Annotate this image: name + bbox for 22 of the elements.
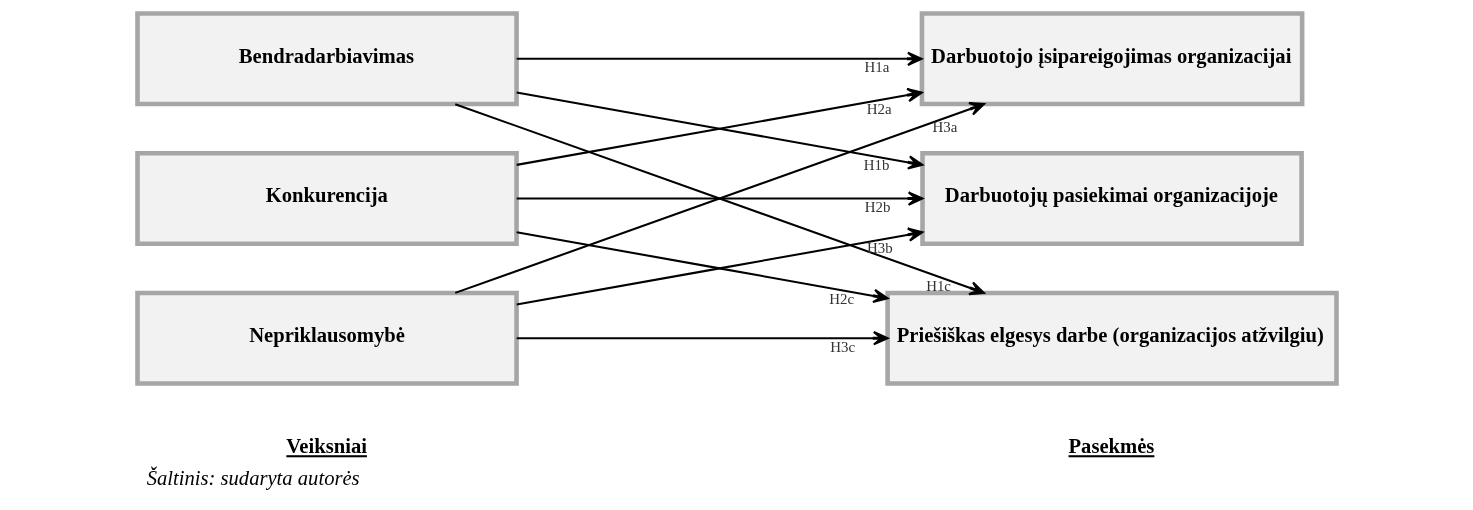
edge-label: H3b <box>866 239 893 256</box>
arrow <box>516 330 889 345</box>
node-box: Konkurencija <box>134 150 519 246</box>
edge-label: H1a <box>863 58 889 75</box>
edge-label: H2b <box>864 198 890 215</box>
node-box: Priešiškas elgesys darbe (organizacijos atžvilgiu) <box>884 290 1339 386</box>
arrow <box>516 51 923 66</box>
node-box: Darbuotojų pasiekimai organizacijoje <box>919 150 1304 246</box>
edge-label: H2c <box>828 290 854 307</box>
arrow <box>516 227 923 306</box>
arrow <box>516 190 923 206</box>
node-box: Nepriklausomybė <box>134 290 519 386</box>
edge-label: H3c <box>829 338 855 355</box>
node-box: Darbuotojo įsipareigojimas organizacijai <box>919 10 1304 106</box>
edge-label: H3a <box>932 118 957 135</box>
node-box: Bendradarbiavimas <box>134 10 519 106</box>
label: Veiksniai <box>285 434 367 457</box>
arrow <box>515 230 889 303</box>
edge-label: H2a <box>866 100 892 117</box>
caption: Šaltinis: sudaryta autorės <box>146 466 360 489</box>
edge-label: H1b <box>863 156 889 173</box>
label: Pasekmės <box>1068 434 1154 457</box>
